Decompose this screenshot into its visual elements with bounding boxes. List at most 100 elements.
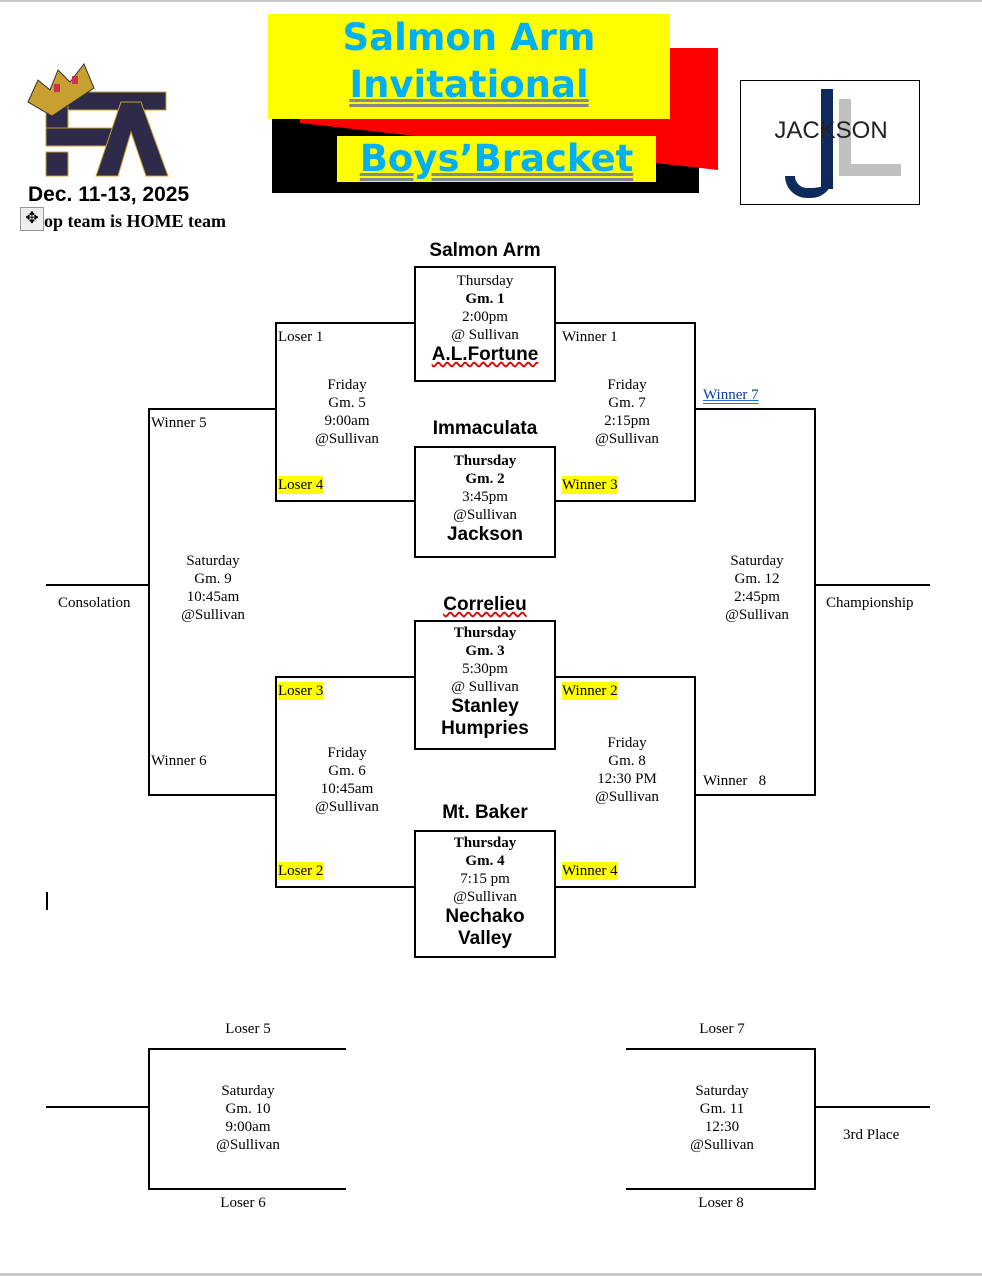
g10-time: 9:00am <box>225 1119 271 1135</box>
g11-time: 12:30 <box>704 1119 740 1135</box>
game9-bracket <box>148 408 276 796</box>
g12-top-slot[interactable]: Winner 7 <box>703 387 759 403</box>
g6-day: Friday <box>327 745 367 761</box>
g5-venue: @Sullivan <box>315 431 379 447</box>
g5-bottom-slot: Loser 4 <box>278 476 324 494</box>
consolation-line <box>46 584 149 586</box>
g5-day: Friday <box>327 377 367 393</box>
g2-time: 3:45pm <box>462 489 508 505</box>
g6-top-slot: Loser 3 <box>278 682 324 700</box>
game11-bracket <box>626 1048 816 1190</box>
game12-bracket <box>694 408 816 796</box>
g3-time: 5:30pm <box>462 661 508 677</box>
g3-day: Thursday <box>453 625 517 641</box>
game10-bracket <box>148 1048 346 1190</box>
third-place-label: 3rd Place <box>843 1127 900 1143</box>
school-logo <box>27 63 169 177</box>
g7-number: Gm. 7 <box>608 395 646 411</box>
g7-top-slot: Winner 1 <box>562 329 618 345</box>
g11-venue: @Sullivan <box>690 1137 754 1153</box>
g10-bottom-slot: Loser 6 <box>220 1195 266 1211</box>
g8-day: Friday <box>607 735 647 751</box>
game8-bracket <box>553 676 696 888</box>
title-box: Salmon Arm Invitational <box>268 14 670 119</box>
page-top-edge <box>0 0 982 2</box>
g3-number: Gm. 3 <box>465 643 505 659</box>
game10-line <box>46 1106 149 1108</box>
g5-top-slot: Loser 1 <box>278 329 324 345</box>
g9-day: Saturday <box>186 553 240 569</box>
g8-top-slot: Winner 2 <box>562 682 618 700</box>
g12-number: Gm. 12 <box>734 571 780 587</box>
g8-time: 12:30 PM <box>597 771 657 787</box>
game5-bracket <box>275 322 417 502</box>
third-place-line <box>815 1106 930 1108</box>
sponsor-logo: JACKSON <box>740 80 920 205</box>
g11-day: Saturday <box>695 1083 749 1099</box>
g1-top-team: Salmon Arm <box>429 240 541 261</box>
text-cursor <box>46 892 48 910</box>
g10-number: Gm. 10 <box>225 1101 271 1117</box>
g4-number: Gm. 4 <box>465 853 505 869</box>
g10-top-slot: Loser 5 <box>225 1021 271 1037</box>
g9-time: 10:45am <box>186 589 240 605</box>
g4-venue: @Sullivan <box>453 889 517 905</box>
g4-top-team: Mt. Baker <box>442 802 528 823</box>
g7-bottom-slot: Winner 3 <box>562 476 618 494</box>
g8-bottom-slot: Winner 4 <box>562 862 618 880</box>
g10-venue: @Sullivan <box>216 1137 280 1153</box>
g5-time: 9:00am <box>324 413 370 429</box>
move-handle-icon[interactable]: ✥ <box>20 207 44 231</box>
g4-time: 7:15 pm <box>460 871 510 887</box>
g6-bottom-slot: Loser 2 <box>278 862 324 880</box>
g11-bottom-slot: Loser 8 <box>698 1195 744 1211</box>
g8-number: Gm. 8 <box>608 753 646 769</box>
g2-bottom-team: Jackson <box>446 524 524 545</box>
g9-top-slot: Winner 5 <box>151 415 207 431</box>
g11-number: Gm. 11 <box>699 1101 745 1117</box>
g7-venue: @Sullivan <box>595 431 659 447</box>
g4-bottom-team-line1: Nechako <box>445 906 525 927</box>
g12-venue: @Sullivan <box>725 607 789 623</box>
game2-box: Thursday Gm. 2 3:45pm @Sullivan Jackson <box>414 446 556 558</box>
game3-box: Thursday Gm. 3 5:30pm @ Sullivan Stanley… <box>414 620 556 750</box>
g6-number: Gm. 6 <box>328 763 366 779</box>
title-line-1: Salmon Arm <box>342 16 596 59</box>
g3-venue: @ Sullivan <box>451 679 519 695</box>
game1-box: Thursday Gm. 1 2:00pm @ Sullivan A.L.For… <box>414 266 556 382</box>
consolation-label: Consolation <box>58 595 131 611</box>
g1-venue: @ Sullivan <box>451 327 519 343</box>
g6-time: 10:45am <box>320 781 374 797</box>
g12-day: Saturday <box>730 553 784 569</box>
subtitle: Boys’Bracket <box>359 137 634 180</box>
g2-day: Thursday <box>453 453 517 469</box>
g6-venue: @Sullivan <box>315 799 379 815</box>
g12-time: 2:45pm <box>734 589 780 605</box>
g9-venue: @Sullivan <box>181 607 245 623</box>
g2-venue: @Sullivan <box>453 507 517 523</box>
g2-number: Gm. 2 <box>465 471 505 487</box>
g1-time: 2:00pm <box>462 309 508 325</box>
home-team-note: op team is HOME team <box>44 211 226 231</box>
g9-number: Gm. 9 <box>194 571 232 587</box>
g1-day: Thursday <box>456 273 514 289</box>
g9-bottom-slot: Winner 6 <box>151 753 207 769</box>
g2-top-team: Immaculata <box>432 418 538 439</box>
game7-bracket <box>553 322 696 502</box>
championship-line <box>815 584 930 586</box>
g3-top-team: Correlieu <box>443 594 527 615</box>
game6-bracket <box>275 676 417 888</box>
g7-day: Friday <box>607 377 647 393</box>
g3-bottom-team-line1: Stanley <box>451 696 519 717</box>
g1-bottom-team: A.L.Fortune <box>431 344 539 365</box>
sponsor-logo-text: JACKSON <box>774 117 888 144</box>
g1-number: Gm. 1 <box>465 291 505 307</box>
g4-bottom-team-line2: Valley <box>458 928 512 949</box>
g11-top-slot: Loser 7 <box>699 1021 745 1037</box>
